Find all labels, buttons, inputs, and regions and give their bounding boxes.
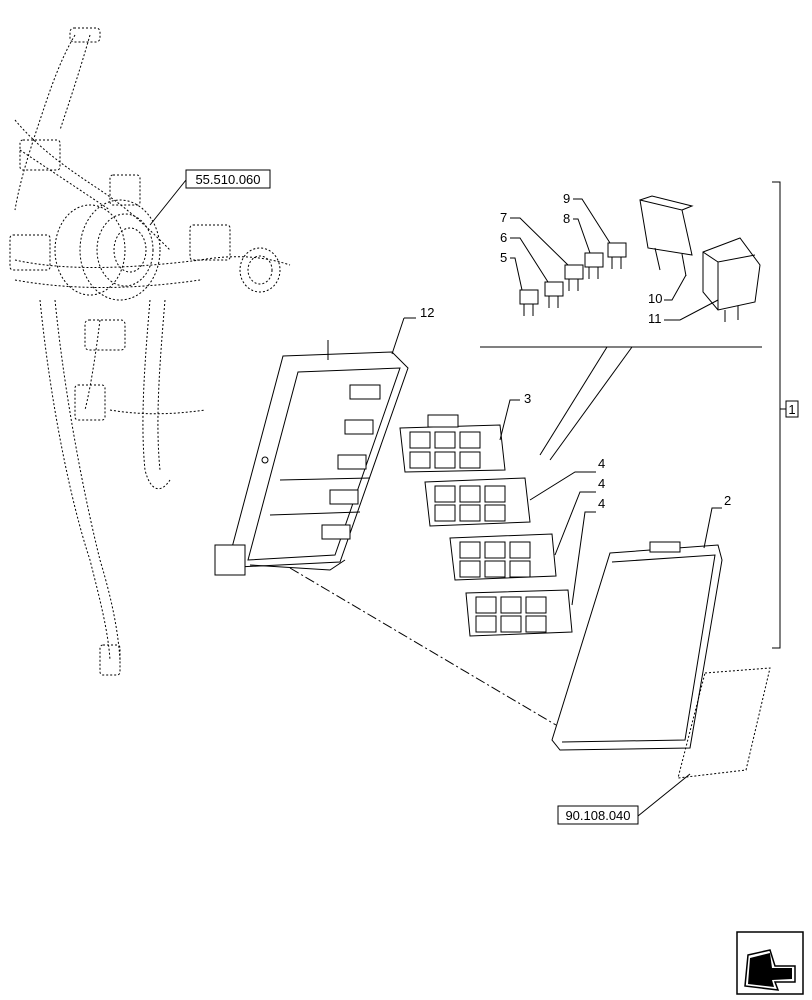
- fuse-box-frame: [214, 340, 409, 576]
- relay-11: [702, 237, 761, 322]
- fuse-9: [607, 242, 627, 269]
- return-arrow-icon[interactable]: [736, 931, 804, 995]
- group-bracket: 1: [772, 181, 799, 649]
- group-label: 1: [788, 402, 795, 417]
- alignment-line: [289, 567, 557, 726]
- fuse-7: [564, 264, 584, 291]
- maxi-fuse-10: [639, 195, 694, 277]
- decal-outline: [677, 667, 771, 779]
- harness-reference-label: 55.510.060: [195, 172, 260, 187]
- fuse-5: [519, 289, 539, 316]
- callout-11: 11: [648, 311, 662, 326]
- fuse-8: [584, 252, 604, 279]
- callout-6: 6: [500, 230, 507, 245]
- callout-8: 8: [563, 211, 570, 226]
- connector-3: [399, 414, 506, 473]
- fuse-box-cover: [551, 541, 723, 751]
- connector-4b: [449, 533, 557, 581]
- callout-3: 3: [524, 391, 531, 406]
- harness-reference[interactable]: 55.510.060: [149, 169, 271, 226]
- callout-4b: 4: [598, 476, 605, 491]
- connector-4c: [465, 589, 573, 637]
- callout-2: 2: [724, 493, 731, 508]
- callout-7: 7: [500, 210, 507, 225]
- callout-10: 10: [648, 291, 662, 306]
- callout-4a: 4: [598, 456, 605, 471]
- decal-reference-label: 90.108.040: [565, 808, 630, 823]
- callout-9: 9: [563, 191, 570, 206]
- callout-12: 12: [420, 305, 434, 320]
- fuse-6: [544, 281, 564, 308]
- connector-4a: [424, 477, 531, 527]
- decal-reference[interactable]: 90.108.040: [557, 773, 691, 825]
- callout-5: 5: [500, 250, 507, 265]
- wiring-harness: [9, 27, 291, 676]
- callout-4c: 4: [598, 496, 605, 511]
